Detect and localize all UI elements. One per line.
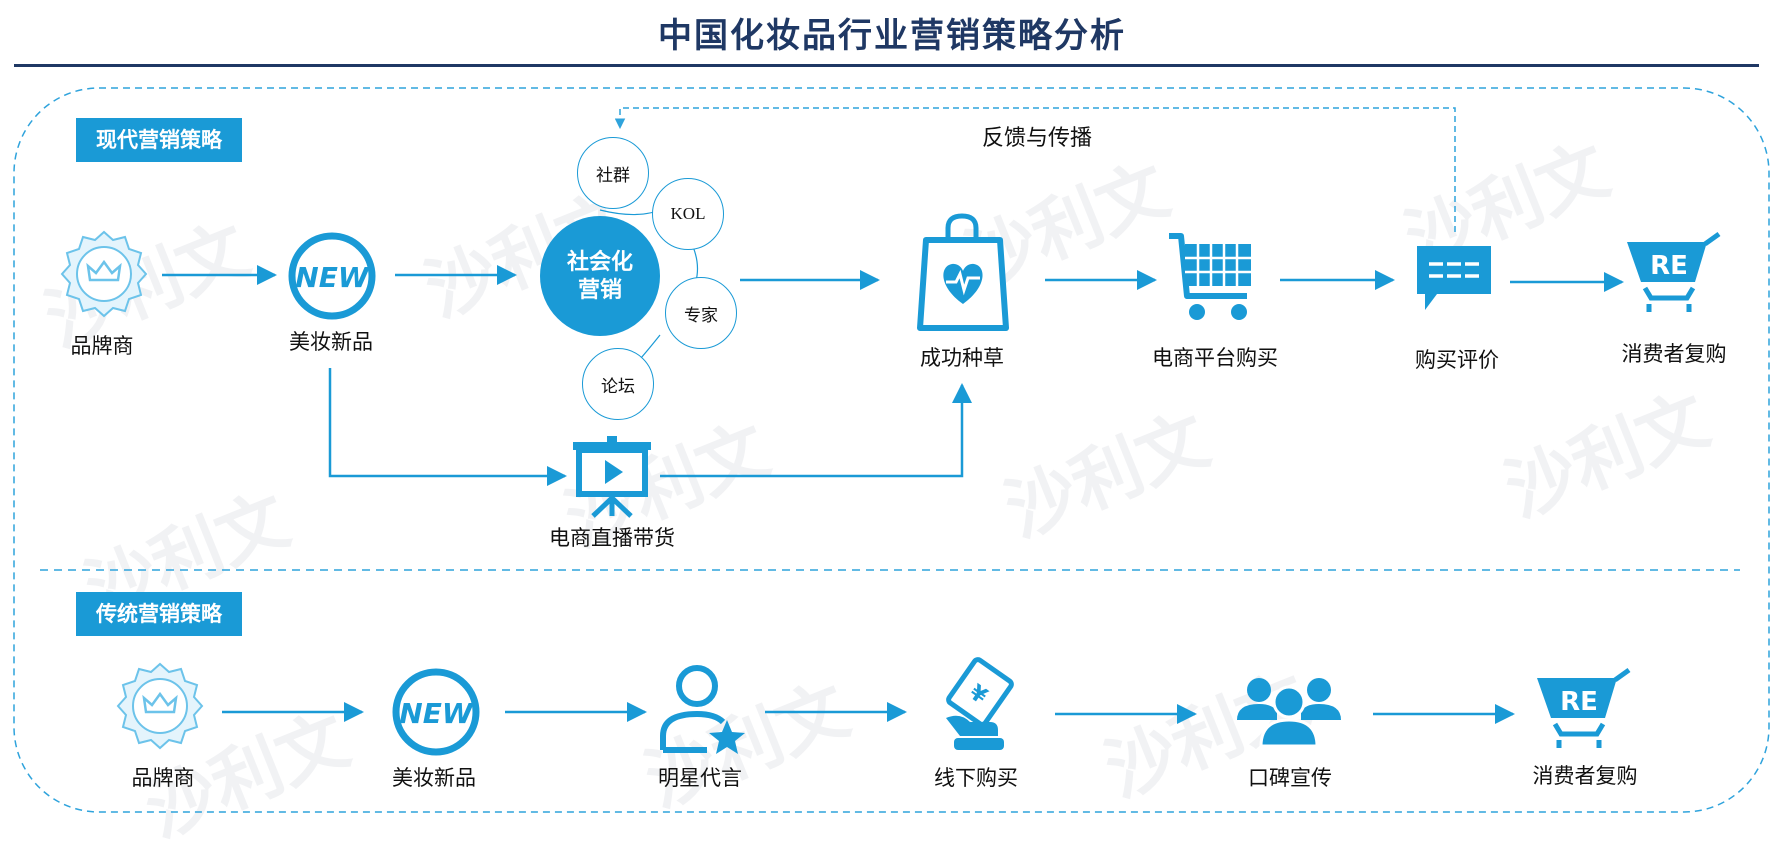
flow-connectors	[13, 87, 1770, 813]
social-hub-label: 社会化 营销	[566, 249, 633, 303]
shopping-cart-icon	[1169, 233, 1251, 320]
new-badge-icon: NEW	[288, 232, 376, 320]
crown-badge-icon	[60, 230, 148, 318]
people-group-icon	[1237, 678, 1341, 748]
review-label: 购买评价	[1415, 348, 1499, 372]
arrow	[328, 368, 567, 486]
svg-text:NEW: NEW	[399, 697, 474, 730]
svg-text:RE: RE	[1650, 251, 1688, 281]
svg-text:RE: RE	[1560, 687, 1598, 717]
brand-label: 品牌商	[70, 334, 134, 358]
re-cart-icon: RE	[1627, 231, 1721, 312]
shopping-bag-heart-icon	[917, 213, 1009, 331]
chat-review-icon	[1417, 246, 1491, 310]
feedback-loop	[614, 107, 1456, 232]
word-of-mouth-label: 口碑宣传	[1248, 766, 1332, 790]
traditional-strategy-label: 传统营销策略	[76, 592, 242, 636]
new-badge-icon: NEW	[392, 668, 480, 756]
social-satellite-community: 社群	[577, 137, 649, 209]
ecommerce-buy-label: 电商平台购买	[1152, 346, 1278, 370]
livestream-label: 电商直播带货	[549, 526, 675, 550]
svg-text:NEW: NEW	[295, 261, 370, 294]
re-cart-icon: RE	[1537, 667, 1631, 748]
success-label: 成功种草	[920, 346, 1004, 370]
person-star-icon	[660, 665, 745, 754]
page-title: 中国化妆品行业营销策略分析	[658, 16, 1126, 56]
new-product-label: 美妆新品	[289, 330, 373, 354]
brand-label: 品牌商	[131, 766, 195, 790]
feedback-label: 反馈与传播	[982, 126, 1093, 151]
offline-buy-label: 线下购买	[934, 766, 1018, 790]
social-satellite-forum: 论坛	[582, 348, 654, 420]
new-product-label: 美妆新品	[392, 766, 476, 790]
celebrity-label: 明星代言	[658, 766, 742, 790]
arrow	[660, 383, 972, 478]
social-satellite-expert: 专家	[665, 277, 737, 349]
title-rule	[14, 64, 1759, 67]
crown-badge-icon	[116, 662, 204, 750]
hand-card-icon: ¥	[946, 657, 1014, 750]
repurchase-label: 消费者复购	[1621, 342, 1727, 366]
presentation-play-icon	[573, 436, 651, 518]
modern-strategy-label: 现代营销策略	[76, 118, 242, 162]
repurchase-label: 消费者复购	[1532, 764, 1638, 788]
social-marketing-hub: 社会化 营销	[540, 216, 660, 336]
social-satellite-kol: KOL	[652, 178, 724, 250]
outer-frame	[13, 87, 1770, 813]
